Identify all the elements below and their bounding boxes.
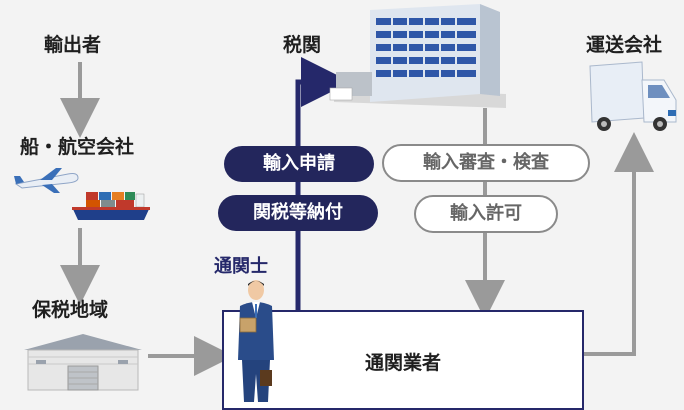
exporter-label: 輸出者	[44, 34, 102, 56]
transport-company-label: 運送会社	[586, 34, 663, 56]
tax-payment-badge: 関税等納付	[218, 195, 378, 231]
customs-label: 税関	[283, 34, 322, 56]
customs-building-icon	[329, 4, 506, 108]
customs-broker-label: 通関士	[214, 256, 268, 277]
businessman-icon	[238, 280, 274, 402]
customs-agency-box: 通関業者	[222, 310, 584, 410]
airplane-icon	[14, 168, 79, 193]
customs-agency-label: 通関業者	[364, 352, 441, 374]
import-application-badge: 輸入申請	[224, 146, 374, 182]
warehouse-icon	[24, 334, 142, 391]
import-permission-badge: 輸入許可	[414, 195, 558, 233]
carrier-label: 船・航空会社	[20, 136, 135, 158]
bonded-area-label: 保税地域	[32, 299, 109, 321]
arrow-agency-to-transport	[582, 132, 654, 356]
ship-icon	[72, 192, 150, 220]
arrow-agency-to-customs	[295, 57, 351, 310]
truck-icon	[589, 61, 677, 131]
import-inspection-badge: 輸入審査・検査	[382, 144, 590, 182]
